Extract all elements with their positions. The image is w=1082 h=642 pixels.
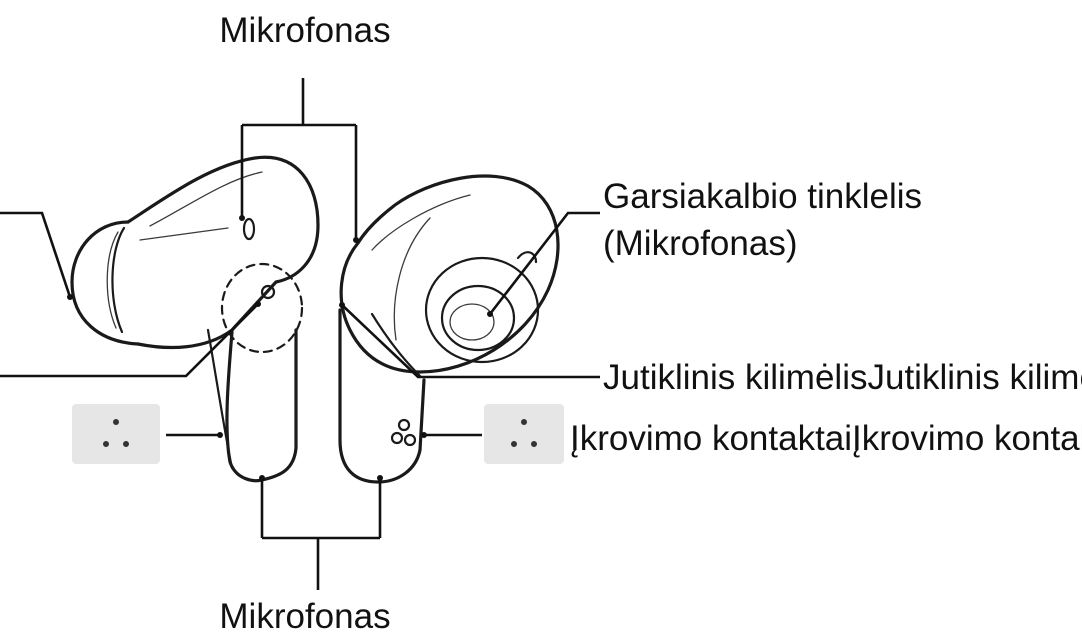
leader-mic-top — [239, 78, 359, 243]
leader-charging-left — [166, 432, 223, 438]
right-charging-contact-icon — [390, 418, 417, 447]
label-speaker-grille-line1: Garsiakalbio tinklelis — [603, 177, 922, 216]
left-earbud — [70, 155, 320, 483]
left-touch-pad-area — [220, 262, 304, 354]
label-touch-pad: Jutiklinis kilimėlisJutiklinis kilimėlis — [603, 358, 1082, 397]
right-speaker-grille — [424, 256, 540, 364]
left-ear-tip — [70, 220, 140, 346]
right-earbud-stem — [338, 308, 426, 484]
left-charging-pad — [72, 404, 160, 464]
leader-charging-right — [421, 432, 482, 438]
label-mic-top: Mikrofonas — [219, 11, 390, 50]
label-charging-contacts: Įkrovimo kontaktaiĮkrovimo kontaktai — [570, 419, 1082, 458]
leader-left-mid — [0, 301, 261, 378]
label-speaker-grille-line2: (Mikrofonas) — [603, 224, 797, 263]
right-charging-pad — [484, 404, 564, 464]
left-earbud-stem — [225, 328, 298, 483]
left-top-mic-hole — [242, 217, 256, 241]
right-earbud — [338, 174, 560, 484]
leader-mic-bottom — [259, 475, 383, 590]
leader-left-top — [0, 211, 73, 300]
label-mic-bottom: Mikrofonas — [219, 597, 390, 636]
leader-speaker-grille — [487, 211, 600, 317]
leader-touch-pad — [339, 302, 600, 379]
right-earbud-body — [339, 174, 560, 374]
